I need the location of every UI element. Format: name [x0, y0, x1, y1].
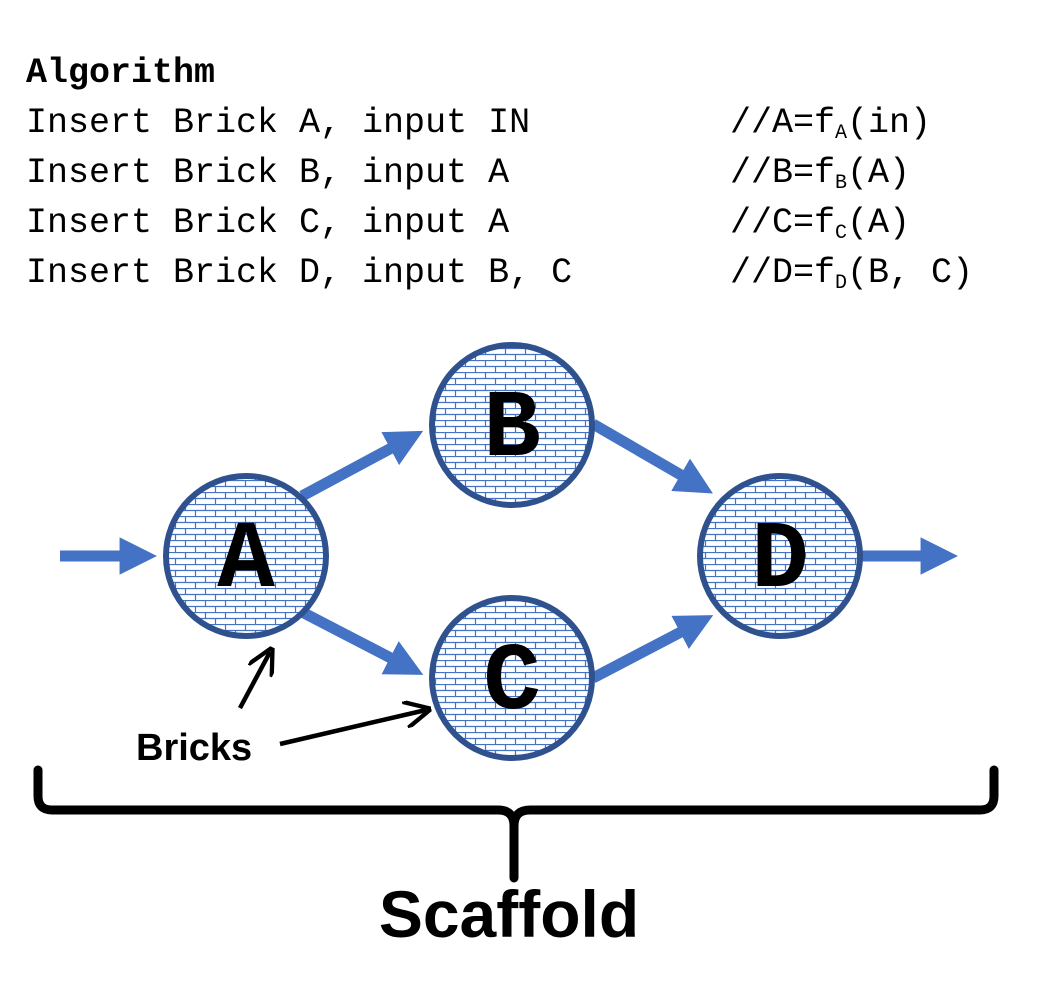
comment-suffix: (in) [847, 103, 932, 143]
algorithm-comment: //A=fA(in) [730, 98, 931, 148]
algorithm-line-1: Insert Brick A, input IN //A=fA(in) [26, 98, 931, 148]
node-label-a: A [217, 506, 275, 615]
comment-suffix: (B, C) [847, 253, 974, 293]
node-label-d: D [751, 506, 809, 615]
comment-subscript: C [835, 222, 848, 245]
comment-suffix: (A) [847, 203, 911, 243]
algorithm-command: Insert Brick B, input A [26, 153, 510, 193]
comment-prefix: //D=f [730, 253, 836, 293]
algorithm-line-2: Insert Brick B, input A //B=fB(A) [26, 148, 910, 198]
algorithm-comment: //C=fC(A) [730, 198, 910, 248]
arrow-c-to-d [590, 615, 714, 683]
comment-prefix: //C=f [730, 203, 836, 243]
arrow-a-to-c [299, 607, 424, 675]
comment-prefix: //A=f [730, 103, 836, 143]
callout-arrow-to-a [238, 652, 270, 710]
brick-node-b: B [429, 342, 595, 508]
brick-circle [429, 595, 595, 761]
brick-node-c: C [429, 595, 595, 761]
comment-suffix: (A) [847, 153, 911, 193]
algorithm-command: Insert Brick D, input B, C [26, 253, 573, 293]
brick-node-d: D [697, 473, 863, 639]
brick-circle [429, 342, 595, 508]
algorithm-block: Algorithm Insert Brick A, input IN //A=f… [26, 48, 973, 298]
comment-prefix: //B=f [730, 153, 836, 193]
brick-node-a: A [163, 473, 329, 639]
arrow-a-to-b [299, 430, 424, 501]
scaffold-label: Scaffold [379, 877, 639, 951]
brick-circle [697, 473, 863, 639]
flow-arrows [60, 419, 958, 683]
comment-subscript: D [835, 272, 848, 295]
algorithm-title: Algorithm [26, 53, 216, 93]
algorithm-command: Insert Brick C, input A [26, 203, 510, 243]
node-label-b: B [483, 375, 541, 484]
algorithm-comment: //D=fD(B, C) [730, 248, 973, 298]
node-label-c: C [483, 628, 541, 737]
algorithm-line-3: Insert Brick C, input A //C=fC(A) [26, 198, 910, 248]
callout-arrow-to-c [279, 710, 426, 747]
algorithm-command: Insert Brick A, input IN [26, 103, 531, 143]
algorithm-comment: //B=fB(A) [730, 148, 910, 198]
algorithm-line-4: Insert Brick D, input B, C //D=fD(B, C) [26, 248, 973, 298]
bricks-callout: Bricks [136, 652, 426, 769]
scaffold-brace [33, 765, 999, 883]
brick-circle [163, 473, 329, 639]
comment-subscript: A [835, 122, 848, 145]
comment-subscript: B [835, 172, 848, 195]
arrow-b-to-d [590, 419, 713, 494]
bricks-label: Bricks [136, 727, 252, 769]
